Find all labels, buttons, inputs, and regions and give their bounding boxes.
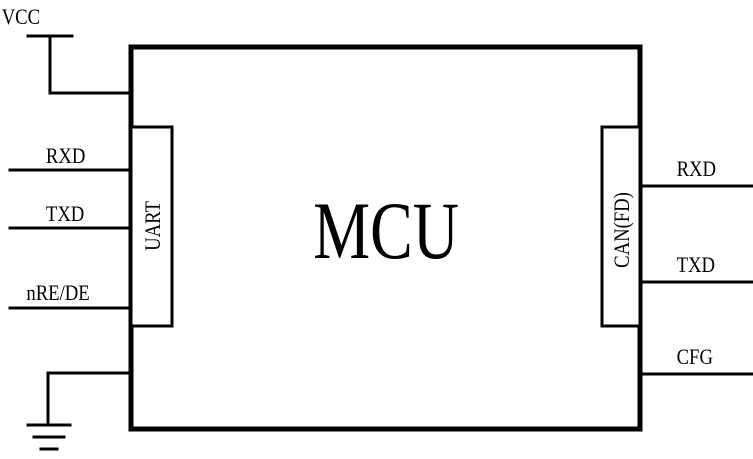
vcc-label: VCC — [2, 6, 40, 30]
can-rxd-label: RXD — [677, 158, 716, 182]
can-txd-label: TXD — [677, 254, 715, 278]
ground-symbol — [26, 371, 133, 451]
uart-block-label: UART — [142, 201, 166, 251]
uart-txd-label: TXD — [46, 203, 84, 227]
can-block-label: CAN(FD) — [611, 192, 635, 268]
can-cfg-label: CFG — [677, 346, 714, 370]
mcu-label: MCU — [313, 184, 459, 275]
vcc-symbol — [26, 34, 133, 95]
uart-rxd-label: RXD — [46, 145, 85, 169]
uart-nre-de-label: nRE/DE — [26, 282, 89, 306]
can-port-block — [600, 125, 642, 328]
